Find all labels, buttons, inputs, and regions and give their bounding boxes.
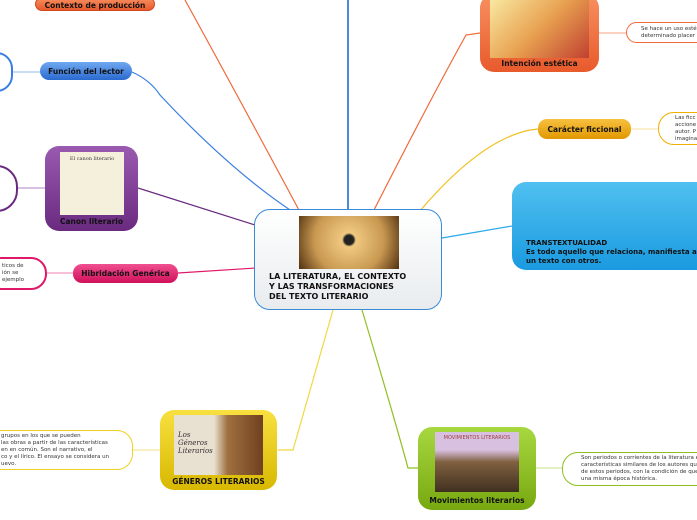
- canon-image: El canon literario: [60, 152, 124, 215]
- generos-text-bubble[interactable]: grupos en los que se pueden las obras a …: [0, 430, 133, 470]
- node-contexto-produccion[interactable]: Contexto de producción: [35, 0, 155, 11]
- central-title: LA LITERATURA, EL CONTEXTO Y LAS TRANSFO…: [269, 272, 407, 301]
- movimientos-image: MOVIMIENTOS LITERARIOS: [435, 432, 519, 492]
- central-node[interactable]: LA LITERATURA, EL CONTEXTO Y LAS TRANSFO…: [254, 209, 442, 310]
- caracter-text-bubble[interactable]: Las ficc accione autor. P imagina: [658, 112, 697, 145]
- node-intencion-estetica[interactable]: Intención estética: [480, 0, 599, 72]
- node-hibridacion-generica[interactable]: Hibridación Genérica: [73, 264, 178, 283]
- node-caracter-ficcional[interactable]: Carácter ficcional: [538, 119, 631, 139]
- generos-label: GÉNEROS LITERARIOS: [172, 477, 265, 486]
- node-funcion-lector[interactable]: Función del lector: [40, 62, 132, 80]
- intencion-text-bubble[interactable]: Se hace un uso estét determinado placer …: [626, 22, 697, 43]
- hibridacion-text-bubble[interactable]: ticos de ión se ejemplo: [0, 257, 47, 290]
- node-generos-literarios[interactable]: Los Géneros Literarios GÉNEROS LITERARIO…: [160, 410, 277, 490]
- node-transtextualidad[interactable]: TRANSTEXTUALIDAD Es todo aquello que rel…: [512, 182, 697, 270]
- intencion-label: Intención estética: [501, 59, 578, 68]
- canon-label: Canon literario: [59, 217, 123, 226]
- node-canon-literario[interactable]: El canon literario Canon literario: [45, 146, 138, 231]
- children-reading-image: [490, 0, 589, 58]
- movimientos-label: Movimientos literarios: [429, 496, 525, 505]
- generos-image: Los Géneros Literarios: [174, 415, 263, 475]
- movimientos-text-bubble[interactable]: Son periodos o corrientes de la literatu…: [562, 452, 697, 486]
- node-movimientos-literarios[interactable]: MOVIMIENTOS LITERARIOS Movimientos liter…: [418, 427, 536, 510]
- heart-book-image: [299, 216, 399, 269]
- transtextualidad-text: TRANSTEXTUALIDAD Es todo aquello que rel…: [526, 239, 697, 265]
